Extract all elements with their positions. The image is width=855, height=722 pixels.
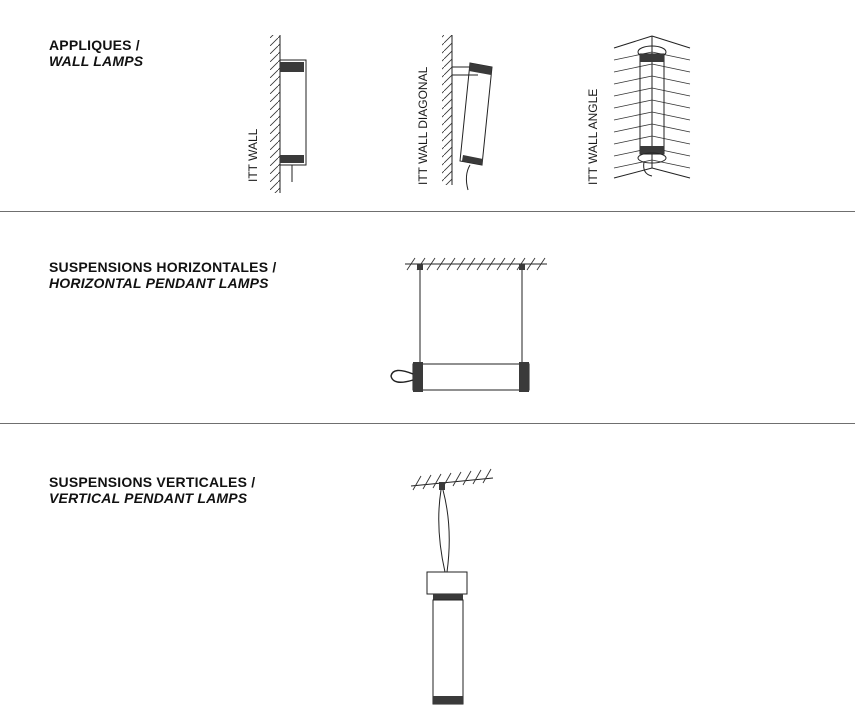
itt-wall-lamp-icon: ITT WALL: [246, 35, 307, 193]
section-divider: [0, 423, 855, 424]
itt-wall-diagonal-lamp-icon: ITT WALL DIAGONAL: [416, 35, 493, 191]
itt-wall-angle-lamp-icon: ITT WALL ANGLE: [586, 35, 691, 185]
section-title-horizontal-pendant-lamps: SUSPENSIONS HORIZONTALES / HORIZONTAL PE…: [49, 259, 276, 291]
title-fr: SUSPENSIONS VERTICALES /: [49, 474, 256, 490]
vertical-pendant-lamp-icon: [410, 468, 494, 705]
horizontal-pendant-lamp-icon: [390, 257, 547, 392]
title-fr: SUSPENSIONS HORIZONTALES /: [49, 259, 277, 275]
section-title-vertical-pendant-lamps: SUSPENSIONS VERTICALES / VERTICAL PENDAN…: [49, 474, 255, 506]
title-en: VERTICAL PENDANT LAMPS: [49, 490, 248, 506]
section-divider: [0, 211, 855, 212]
title-en: HORIZONTAL PENDANT LAMPS: [49, 275, 269, 291]
title-fr: APPLIQUES /: [49, 37, 140, 53]
section-title-wall-lamps: APPLIQUES / WALL LAMPS: [49, 37, 143, 69]
lamp-label-itt-wall-diagonal: ITT WALL DIAGONAL: [416, 66, 430, 185]
lamp-label-itt-wall: ITT WALL: [246, 128, 260, 182]
lamp-label-itt-wall-angle: ITT WALL ANGLE: [586, 89, 600, 185]
title-en: WALL LAMPS: [49, 53, 144, 69]
